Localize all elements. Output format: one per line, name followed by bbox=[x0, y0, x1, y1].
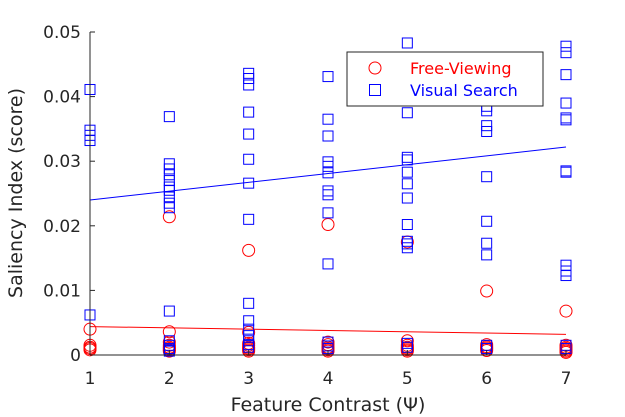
data-point bbox=[242, 325, 256, 339]
data-point bbox=[162, 325, 176, 339]
legend-label-free-viewing: Free-Viewing bbox=[410, 59, 512, 78]
data-point bbox=[163, 191, 175, 203]
data-point bbox=[322, 160, 334, 172]
x-ticks: 1 2 3 4 5 6 7 bbox=[85, 350, 572, 389]
x-tick-label: 2 bbox=[164, 369, 175, 389]
data-point bbox=[163, 202, 175, 214]
y-ticks: 0 0.01 0.02 0.03 0.04 0.05 bbox=[43, 23, 95, 366]
y-tick-label: 0 bbox=[70, 346, 81, 366]
data-point bbox=[243, 323, 255, 335]
data-point bbox=[559, 345, 573, 359]
data-point bbox=[480, 284, 494, 298]
y-tick-label: 0.04 bbox=[43, 88, 81, 108]
data-point bbox=[243, 79, 255, 91]
x-tick-label: 4 bbox=[323, 369, 334, 389]
data-point bbox=[400, 334, 414, 348]
data-point bbox=[243, 128, 255, 140]
data-point bbox=[163, 305, 175, 317]
y-axis-label: Saliency Index (score) bbox=[5, 88, 27, 298]
data-point bbox=[243, 315, 255, 327]
series-layer bbox=[83, 37, 573, 359]
data-point bbox=[401, 219, 413, 231]
data-point bbox=[560, 97, 572, 109]
data-point bbox=[243, 213, 255, 225]
data-point bbox=[322, 130, 334, 142]
data-point bbox=[242, 344, 256, 358]
data-point bbox=[243, 73, 255, 85]
data-point bbox=[243, 106, 255, 118]
data-point bbox=[163, 345, 175, 357]
data-point bbox=[481, 120, 493, 132]
legend-marker-free-viewing bbox=[368, 61, 382, 75]
data-point bbox=[400, 344, 414, 358]
data-point bbox=[163, 163, 175, 175]
data-point bbox=[163, 169, 175, 181]
data-point bbox=[322, 113, 334, 125]
data-point bbox=[401, 192, 413, 204]
data-point bbox=[560, 270, 572, 282]
legend-box bbox=[346, 51, 544, 107]
trend-line bbox=[89, 326, 567, 335]
data-point bbox=[163, 111, 175, 123]
data-point bbox=[560, 47, 572, 59]
data-point bbox=[243, 297, 255, 309]
x-tick-label: 5 bbox=[402, 369, 413, 389]
data-point bbox=[401, 242, 413, 254]
y-tick-label: 0.03 bbox=[43, 152, 81, 172]
data-point bbox=[242, 243, 256, 257]
y-tick-label: 0.05 bbox=[43, 23, 81, 43]
data-point bbox=[322, 189, 334, 201]
x-tick-label: 3 bbox=[243, 369, 254, 389]
legend-marker-visual-search bbox=[369, 84, 381, 96]
data-point bbox=[321, 335, 335, 349]
data-point bbox=[401, 107, 413, 119]
x-tick-label: 7 bbox=[561, 369, 572, 389]
data-point bbox=[322, 207, 334, 219]
x-tick-label: 1 bbox=[85, 369, 96, 389]
trend-line bbox=[89, 146, 567, 201]
data-point bbox=[481, 125, 493, 137]
data-point bbox=[560, 166, 572, 178]
legend: Free-Viewing Visual Search bbox=[346, 51, 544, 107]
data-point bbox=[481, 215, 493, 227]
data-point bbox=[162, 210, 176, 224]
data-point bbox=[321, 344, 335, 358]
data-point bbox=[322, 71, 334, 83]
x-tick-label: 6 bbox=[481, 369, 492, 389]
legend-label-visual-search: Visual Search bbox=[410, 81, 518, 100]
data-point bbox=[401, 178, 413, 190]
data-point bbox=[560, 69, 572, 81]
data-point bbox=[559, 304, 573, 318]
data-point bbox=[401, 166, 413, 178]
data-point bbox=[560, 40, 572, 52]
y-tick-label: 0.01 bbox=[43, 281, 81, 301]
x-axis-label: Feature Contrast (Ψ) bbox=[231, 394, 426, 416]
y-tick-label: 0.02 bbox=[43, 217, 81, 237]
data-point bbox=[243, 153, 255, 165]
data-point bbox=[481, 249, 493, 261]
data-point bbox=[321, 218, 335, 232]
data-point bbox=[560, 114, 572, 126]
data-point bbox=[322, 258, 334, 270]
data-point bbox=[481, 237, 493, 249]
data-point bbox=[480, 343, 494, 357]
data-point bbox=[481, 171, 493, 183]
data-point bbox=[401, 37, 413, 49]
